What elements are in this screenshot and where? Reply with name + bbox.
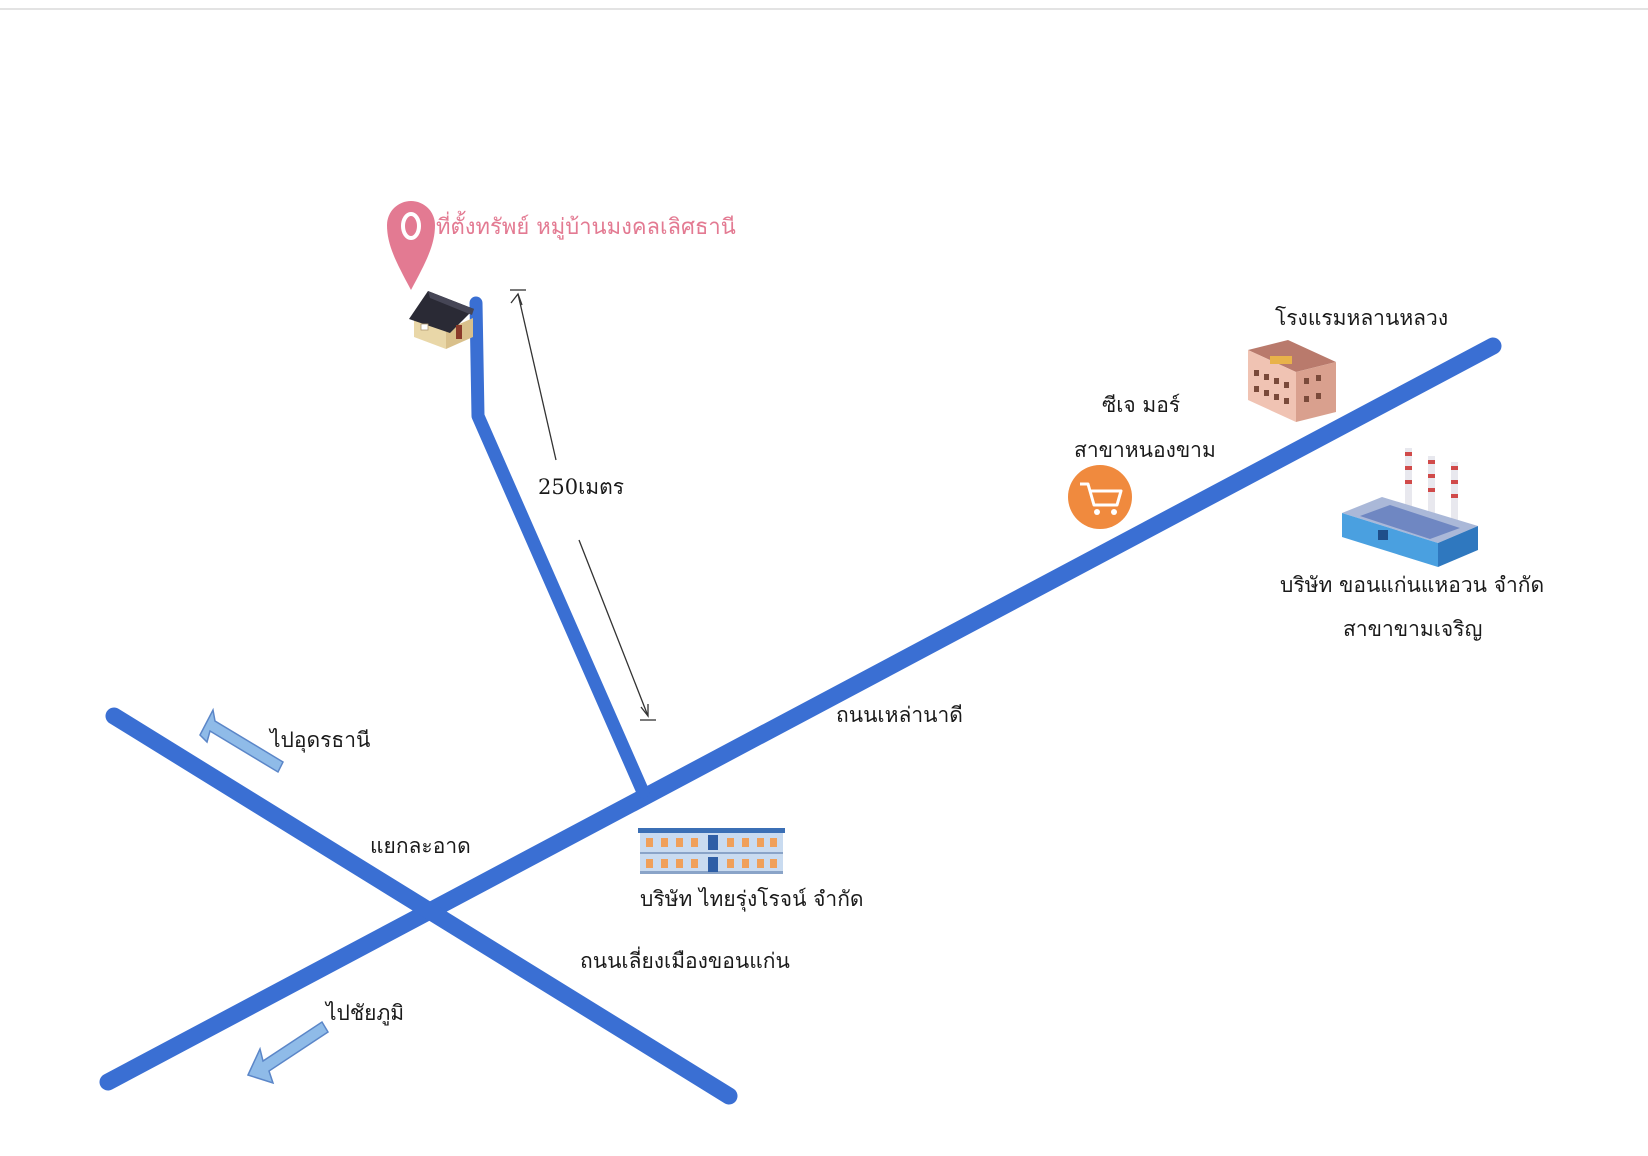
distance-indicator [510,289,656,721]
house-icon [409,291,474,349]
roads [99,296,1502,1105]
direction-arrow-chaiyaphum [246,1020,330,1085]
factory-line1: บริษัท ขอนแก่นแหอวน จำกัด [1280,573,1544,597]
hotel-label: โรงแรมหลานหลวง [1275,306,1448,330]
cj-more-line2: สาขาหนองขาม [1074,438,1216,462]
road-label-lao-na-di: ถนนเหล่านาดี [836,703,963,727]
road-village-soi [469,296,650,799]
distance-label: 250เมตร [538,475,624,499]
property-label: ที่ตั้งทรัพย์ หมู่บ้านมงคลเลิศธานี [436,211,736,240]
direction-label-chaiyaphum: ไปชัยภูมิ [324,1001,404,1026]
factory-icon [1342,448,1478,567]
direction-label-udon: ไปอุดรธานี [268,728,370,753]
road-label-bypass: ถนนเลี่ยงเมืองขอนแก่น [580,946,790,973]
direction-arrow-udon [199,707,284,774]
office-building-icon [638,828,785,874]
top-border-line [0,8,1648,10]
road-lao-na-di [99,337,1502,1091]
thai-rung-label: บริษัท ไทยรุ่งโรจน์ จำกัด [640,887,864,912]
location-pin-icon [387,201,435,290]
factory-line2: สาขาขามเจริญ [1343,617,1482,641]
shopping-cart-icon [1068,465,1132,529]
hotel-building-icon [1248,340,1336,422]
intersection-label: แยกละอาด [370,834,471,858]
road-bypass-khon-kaen [105,707,738,1105]
cj-more-line1: ซีเจ มอร์ [1102,393,1180,417]
